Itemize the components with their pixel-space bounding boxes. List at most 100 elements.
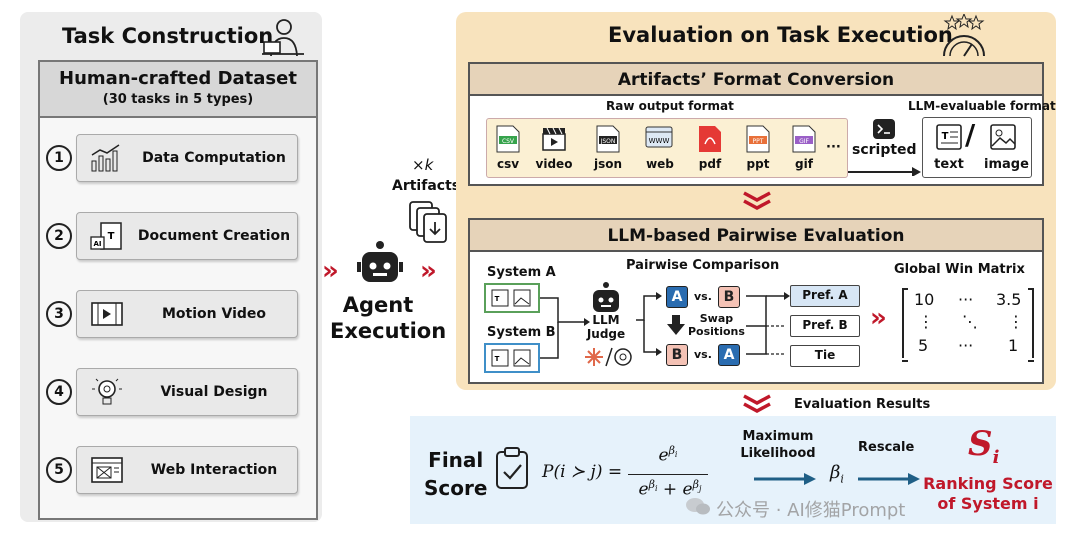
chevron-right-icon: » — [322, 256, 339, 286]
chevron-right-icon: » — [420, 256, 437, 286]
task-number-1: 1 — [46, 145, 72, 171]
task-label-visual-design: Visual Design — [160, 384, 268, 400]
branch-connector — [636, 292, 662, 356]
json-file-icon: JSON — [596, 125, 620, 153]
pref-connector — [746, 292, 790, 355]
lightbulb-gear-icon — [92, 378, 122, 405]
system-b-box: T — [484, 343, 540, 373]
svg-text:CSV: CSV — [502, 138, 515, 145]
task-card-visual-design: Visual Design — [76, 368, 298, 416]
times-k-label: ×k — [412, 156, 434, 174]
document-ai-icon: T AI — [90, 222, 122, 250]
format-label-video: video — [535, 157, 573, 171]
format-label-gif: gif — [795, 157, 813, 171]
ml-line2: Likelihood — [740, 446, 816, 461]
probability-formula: P(i ≻ j) = — [542, 462, 623, 482]
tie-box: Tie — [790, 345, 860, 367]
format-label-web: web — [646, 157, 674, 171]
matrix-cell-1-0: ⋮ — [918, 312, 934, 331]
clipboard-check-icon — [496, 447, 528, 489]
agent-label: Agent — [342, 293, 414, 317]
system-a-label: System A — [487, 265, 556, 280]
task-construction-title: Task Construction — [62, 24, 274, 48]
dataset-header: Human-crafted Dataset (30 tasks in 5 typ… — [38, 60, 318, 118]
raw-output-label: Raw output format — [606, 99, 734, 113]
stacked-files-icon — [409, 201, 447, 243]
matrix-cell-0-0: 10 — [914, 290, 935, 309]
format-label-pdf: pdf — [698, 157, 722, 171]
csv-file-icon: CSV — [496, 125, 520, 153]
chip-a-top: A — [666, 286, 688, 308]
task-card-data-computation: Data Computation — [76, 134, 298, 182]
rescale-label: Rescale — [858, 440, 915, 455]
task-card-web-interaction: Web Interaction — [76, 446, 298, 494]
ranking-line2: of System i — [937, 494, 1039, 513]
task-label-motion-video: Motion Video — [161, 306, 267, 322]
watermark-text: 公众号 · AI修猫Prompt — [716, 500, 906, 521]
scripted-label: scripted — [852, 142, 917, 158]
score-label: Score — [424, 476, 488, 500]
ml-line1: Maximum — [742, 429, 814, 444]
task-number-3: 3 — [46, 301, 72, 327]
judge-robot-icon — [593, 282, 619, 312]
chip-b-top: B — [718, 286, 740, 308]
svg-text:T: T — [495, 355, 500, 363]
person-laptop-icon — [262, 19, 304, 57]
s-subscript: i — [992, 446, 1000, 468]
chevron-down-icon — [743, 191, 771, 210]
evaluable-label-text: text — [934, 157, 964, 172]
ranking-line1: Ranking Score — [923, 474, 1053, 493]
arrow-right-icon — [848, 167, 921, 176]
text-doc-icon: T — [936, 124, 962, 150]
svg-text:T: T — [108, 231, 115, 242]
task-card-document-creation: T AI Document Creation — [76, 212, 298, 260]
arrow-right-icon — [858, 473, 920, 485]
vs-label-bottom: vs. — [694, 348, 712, 361]
pdf-file-icon — [699, 126, 721, 152]
llm-provider-logos-icon — [585, 347, 632, 367]
wechat-logo-icon — [686, 498, 710, 515]
svg-text:T: T — [495, 295, 500, 303]
beta-symbol: β — [830, 462, 841, 483]
s-i-symbol: Si — [968, 424, 999, 468]
dataset-title: Human-crafted Dataset — [59, 68, 297, 89]
web-browser-icon: WWW — [645, 126, 673, 148]
formula-denominator: eβi + eβj — [638, 478, 702, 500]
svg-text:GIF: GIF — [799, 138, 809, 145]
svg-text:JSON: JSON — [600, 138, 616, 145]
rating-gauge-icon — [943, 14, 985, 57]
format-label-ppt: ppt — [746, 157, 770, 171]
chevron-right-icon: » — [870, 303, 887, 333]
slash-divider: / — [965, 118, 976, 151]
system-b-label: System B — [487, 325, 556, 340]
swap-positions-label: Swap Positions — [688, 312, 745, 338]
text-image-icon: T — [491, 349, 531, 367]
global-win-matrix-label: Global Win Matrix — [894, 262, 1025, 277]
formula-numerator: eβi — [658, 444, 678, 466]
beta-subscript: i — [840, 472, 844, 486]
vs-label-top: vs. — [694, 290, 712, 303]
ranking-score-label: Ranking Score of System i — [918, 474, 1058, 514]
task-number-4: 4 — [46, 379, 72, 405]
svg-text:AI: AI — [93, 240, 101, 248]
arrow-down-icon — [667, 315, 685, 335]
svg-text:PPT: PPT — [753, 138, 764, 145]
bar-chart-icon — [91, 144, 120, 172]
pairwise-comparison-label: Pairwise Comparison — [626, 258, 780, 273]
task-number-5: 5 — [46, 457, 72, 483]
matrix-cell-2-2: 1 — [1008, 336, 1019, 355]
task-card-motion-video: Motion Video — [76, 290, 298, 338]
maximum-likelihood-label: Maximum Likelihood — [740, 428, 816, 462]
win-matrix: 10 ··· 3.5 ⋮ ⋱ ⋮ 5 ··· 1 — [902, 288, 1034, 362]
ppt-file-icon: PPT — [746, 125, 770, 153]
text-image-icon: T — [491, 289, 531, 307]
evaluable-label-image: image — [984, 157, 1029, 172]
image-icon — [990, 124, 1016, 150]
format-label-json: json — [593, 157, 623, 171]
task-label-data-computation: Data Computation — [142, 150, 286, 166]
svg-text:WWW: WWW — [649, 137, 670, 145]
matrix-cell-0-2: 3.5 — [996, 290, 1022, 309]
matrix-cell-2-1: ··· — [958, 336, 974, 355]
s-symbol: S — [968, 424, 993, 464]
chevron-down-icon — [743, 394, 771, 413]
